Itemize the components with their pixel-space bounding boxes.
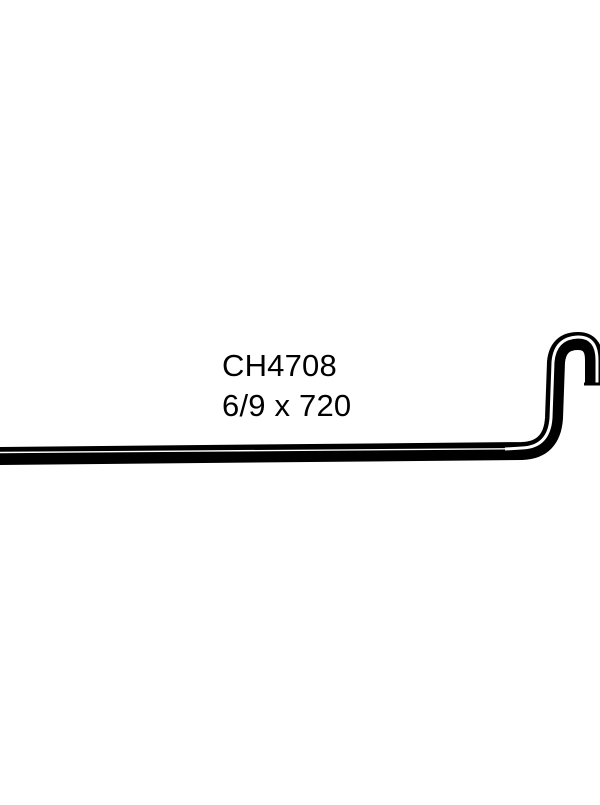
hose-highlight xyxy=(504,335,599,451)
hose-straight-highlight xyxy=(0,448,506,454)
part-code: CH4708 xyxy=(222,348,337,383)
part-label: CH4708 6/9 x 720 xyxy=(222,346,351,426)
hose-outline xyxy=(0,332,600,465)
part-spec: 6/9 x 720 xyxy=(222,388,352,423)
